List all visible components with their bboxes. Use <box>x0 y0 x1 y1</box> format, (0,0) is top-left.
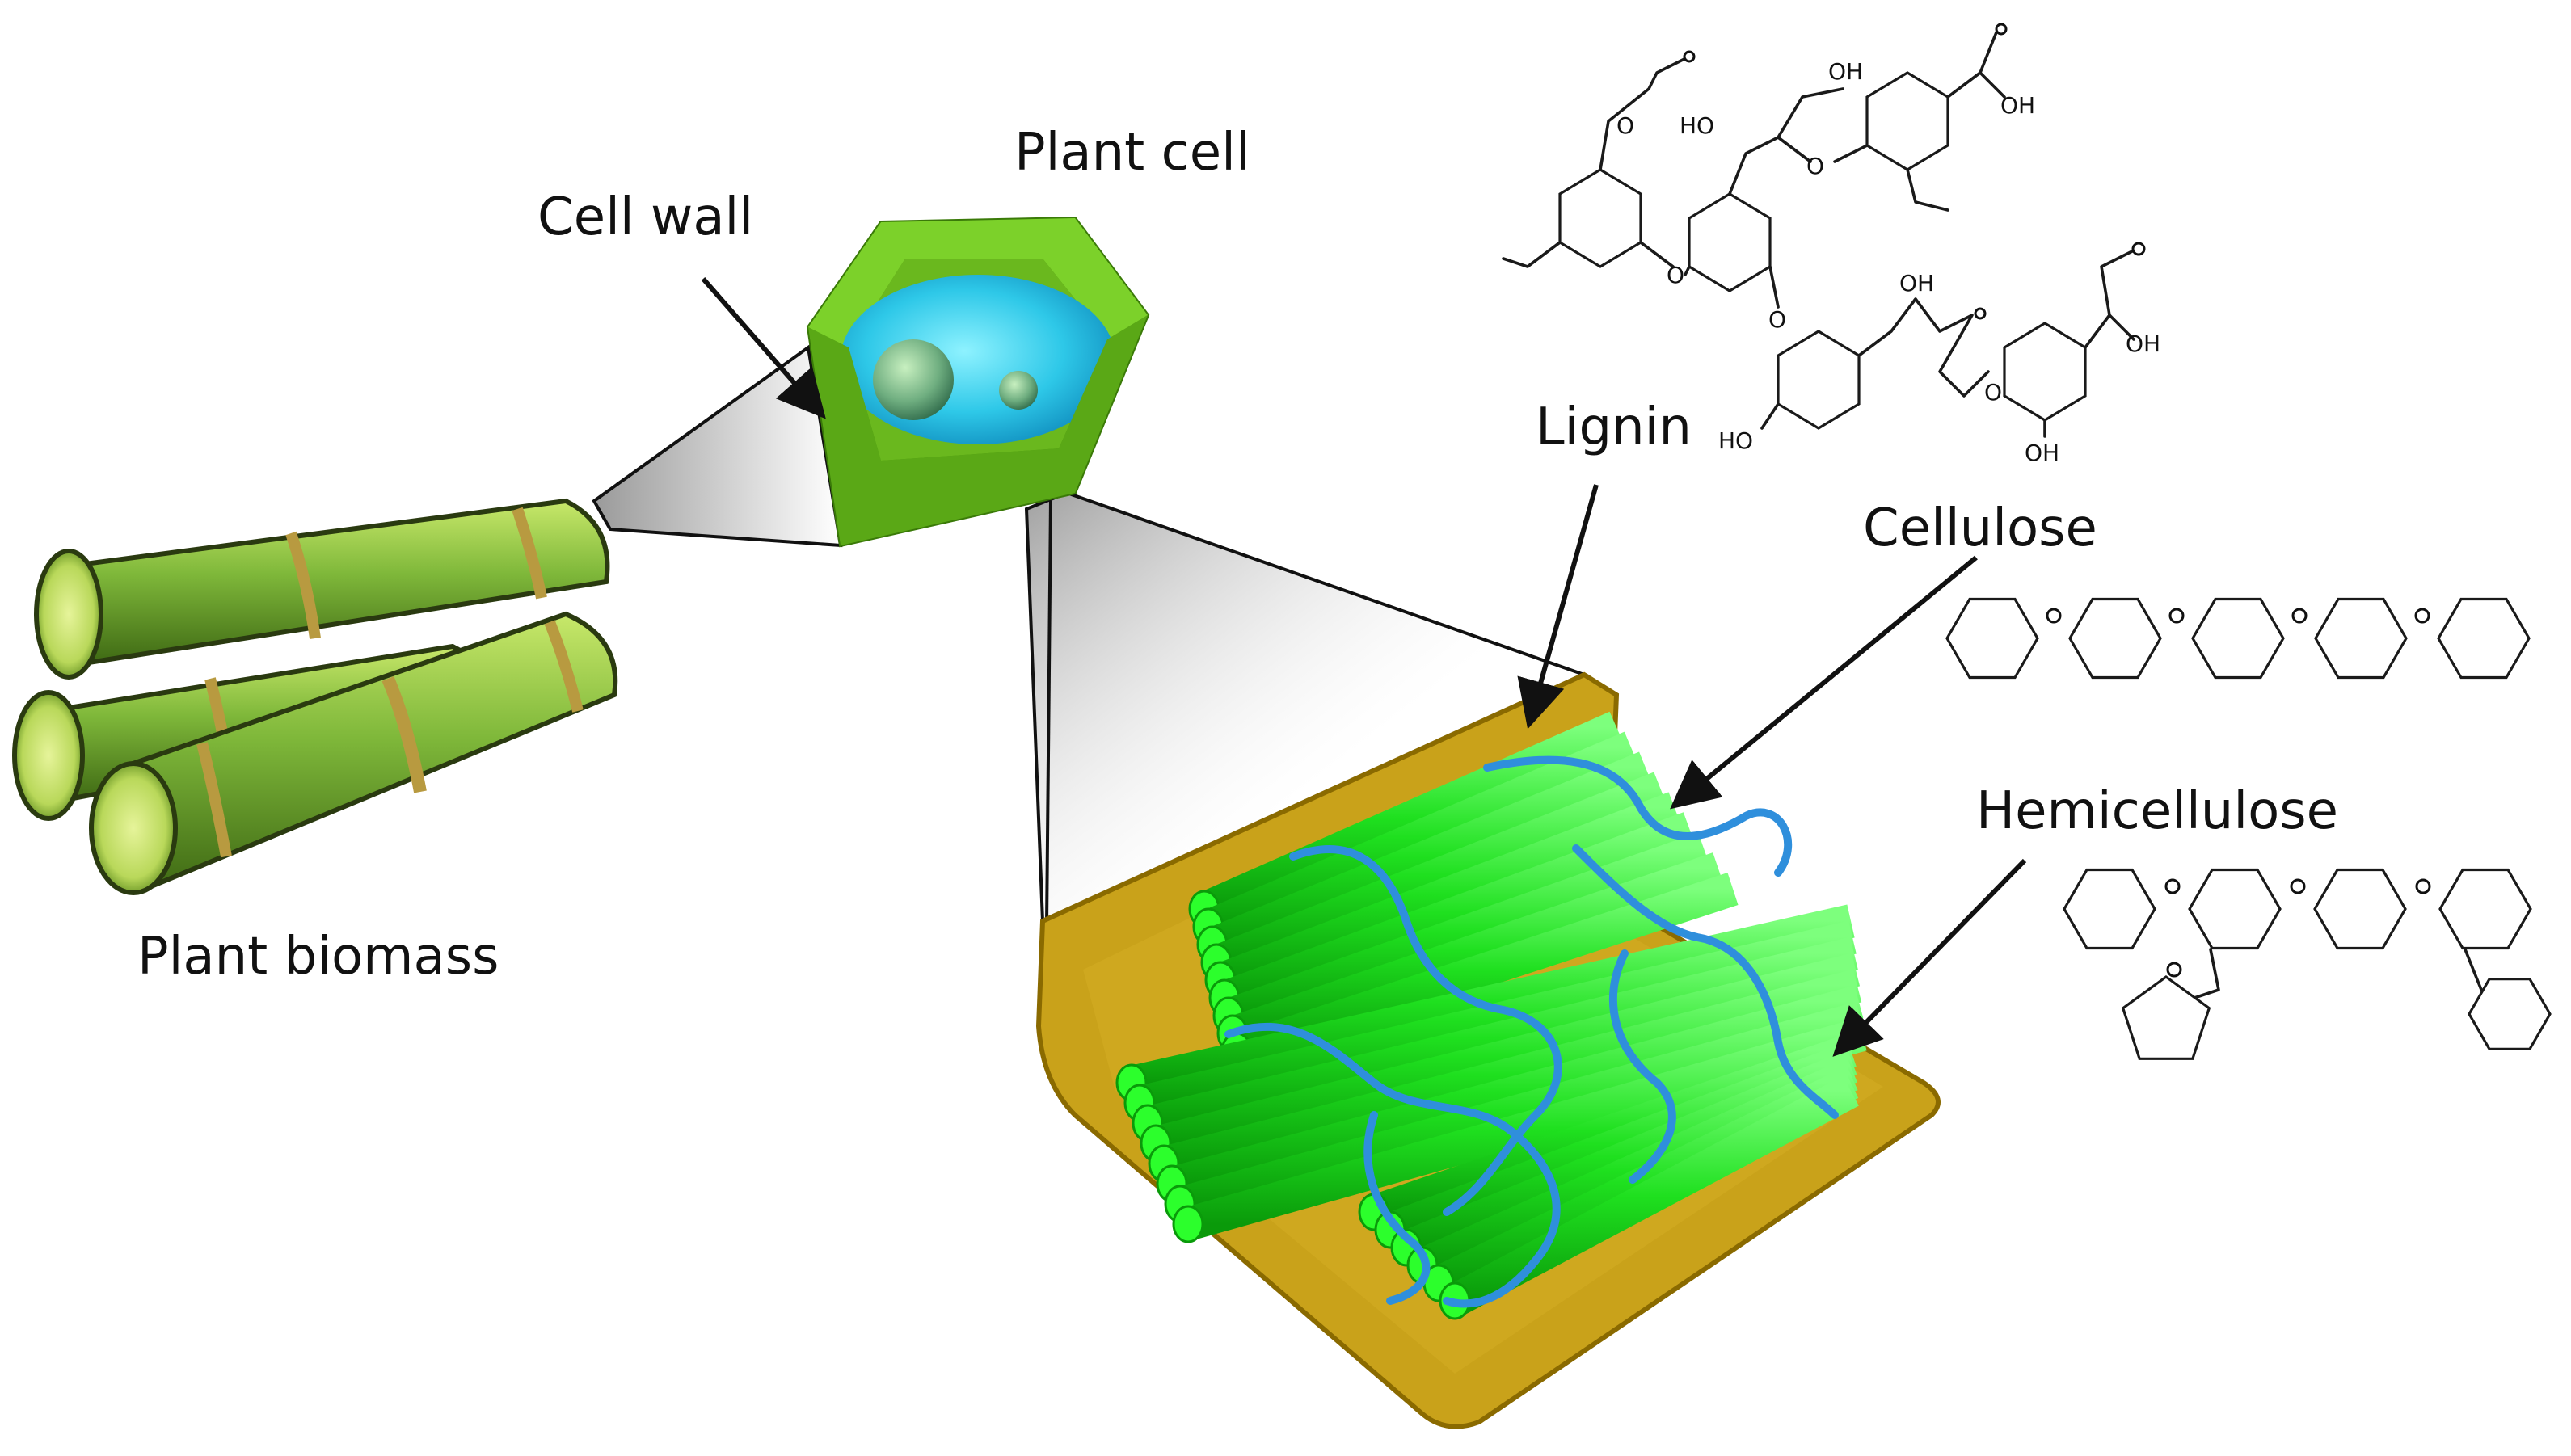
o-link-3: O <box>1768 306 1786 333</box>
cellulose-ring <box>2191 597 2285 680</box>
plant-biomass-label: Plant biomass <box>137 927 499 987</box>
oh-middle: OH <box>1899 270 1934 297</box>
cellulose-label: Cellulose <box>1863 499 2097 558</box>
cellulose-fibril <box>1447 1075 1859 1316</box>
plant-cell-label: Plant cell <box>1014 123 1250 183</box>
cellulose-ring <box>2314 597 2408 680</box>
cellulose-fibril <box>1151 953 1861 1160</box>
cellulose-fibril <box>1144 936 1858 1140</box>
glycosidic-oxygen <box>2164 878 2181 894</box>
lignin-label: Lignin <box>1536 398 1692 457</box>
hemicellulose-arrow <box>1832 858 2027 1057</box>
glycosidic-oxygen <box>2415 878 2431 894</box>
cellulose-fibril <box>1227 852 1724 1050</box>
cellulose-fibril <box>1201 731 1638 943</box>
cellulose-fibril <box>1218 812 1696 1014</box>
glycosidic-oxygen <box>2291 608 2308 624</box>
cell-wall-label: Cell wall <box>537 187 753 247</box>
glycosidic-oxygen <box>2046 608 2062 624</box>
o-link-2: O <box>1806 153 1824 179</box>
cellulose-fibril <box>1210 772 1667 978</box>
glycosidic-oxygen <box>2290 878 2306 894</box>
hemicellulose-ring <box>2313 868 2407 950</box>
ho-left: HO <box>1680 112 1714 139</box>
cellulose-fibril <box>1223 832 1709 1032</box>
plant-biomass-illustration <box>12 498 618 895</box>
oh-bottom: OH <box>2025 440 2059 466</box>
oh-right-mid: OH <box>2126 330 2160 357</box>
zoom-wedge-biomass <box>592 344 843 548</box>
cellulose-ring <box>1945 597 2039 680</box>
o-link-5: O <box>1616 112 1634 139</box>
lignin-arrow <box>1517 484 1599 730</box>
branch-bond <box>2464 948 2483 991</box>
branch-oxygen <box>2166 962 2182 978</box>
cell-wall-section <box>1035 671 1941 1429</box>
hemicellulose-label: Hemicellulose <box>1976 781 2338 841</box>
plant-cell-illustration <box>806 216 1150 548</box>
lignin-structure: O HO OH O O OH HO OH O OH OH O <box>1502 23 2160 466</box>
hemicellulose-ring <box>2063 868 2156 950</box>
cellulose-arrow <box>1670 555 1978 810</box>
hemicellulose-ring <box>2188 868 2282 950</box>
cellulose-structure <box>1945 597 2531 680</box>
hemicellulose-structure <box>2063 868 2552 1060</box>
branch-ring <box>2468 978 2552 1050</box>
hemicellulose-strands <box>1224 755 1839 1308</box>
ho-bottom-left: HO <box>1718 427 1753 454</box>
cell-wall-arrow <box>701 277 826 419</box>
cellulose-fibril <box>1214 792 1681 996</box>
glycosidic-oxygen <box>2168 608 2185 624</box>
oh-top: OH <box>1828 58 1863 85</box>
glycosidic-oxygen <box>2414 608 2430 624</box>
fibril-end <box>1172 1205 1204 1243</box>
organelle <box>999 371 1038 410</box>
cellulose-ring <box>2068 597 2162 680</box>
cellulose-fibril <box>1206 751 1652 961</box>
cellulose-fibril <box>1136 920 1857 1120</box>
pentose-ring <box>2121 975 2211 1060</box>
hemicellulose-ring <box>2438 868 2532 950</box>
nucleus <box>873 339 954 420</box>
o-link-4: O <box>1984 379 2002 406</box>
cellulose-ring <box>2437 597 2531 680</box>
oh-right-top: OH <box>2000 92 2035 119</box>
o-link-1: O <box>1667 262 1684 288</box>
